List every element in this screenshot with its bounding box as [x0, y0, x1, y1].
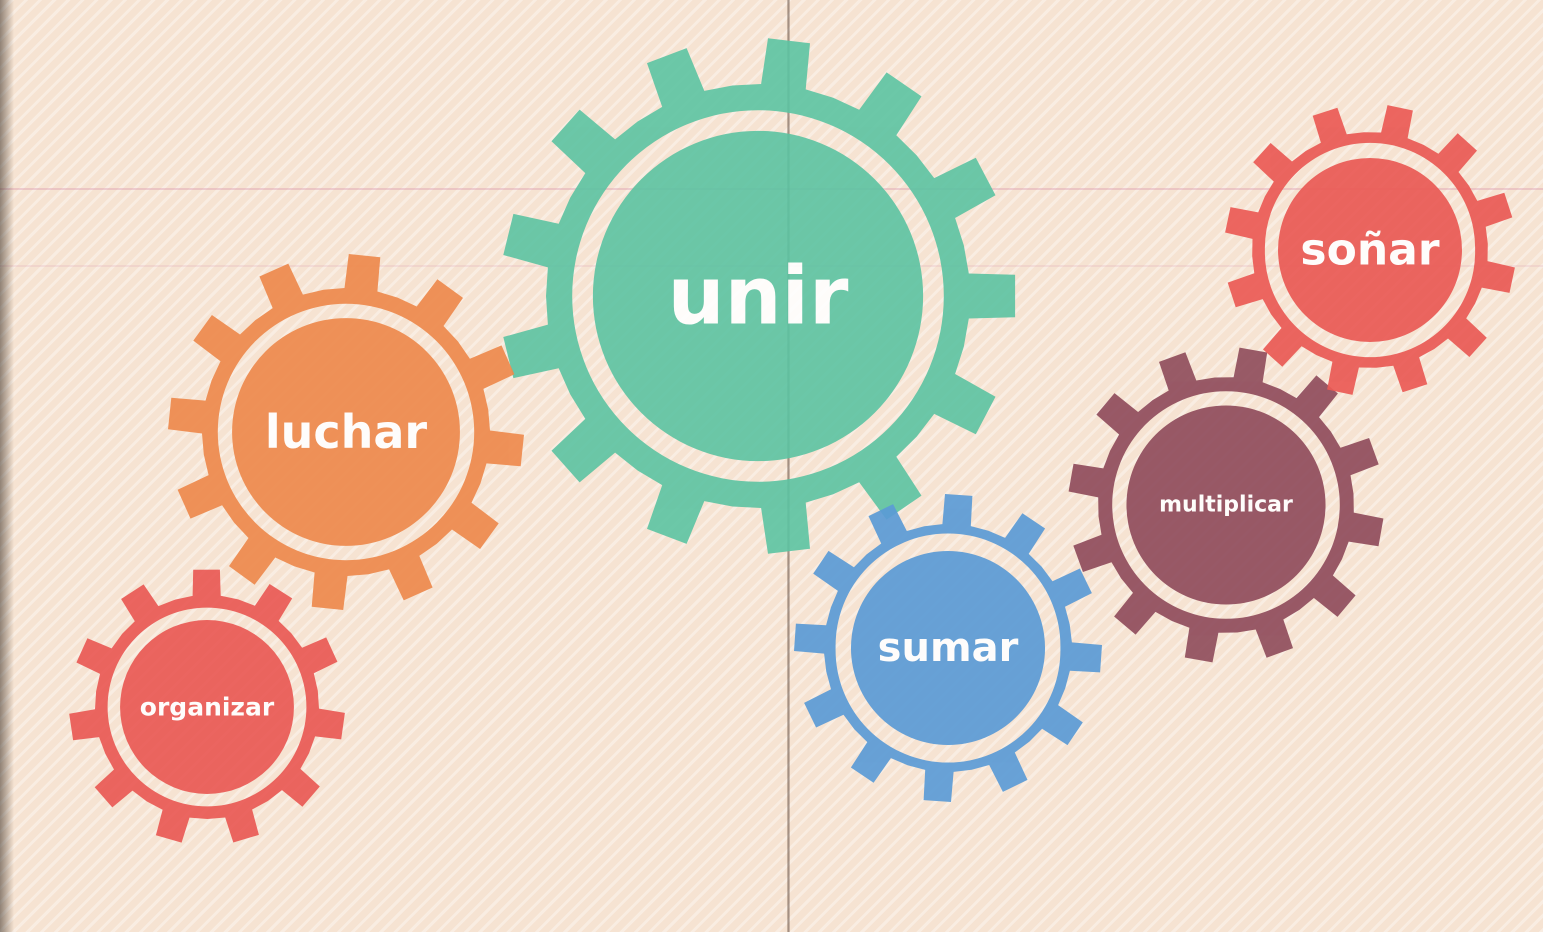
gear-label-organizar: organizar	[140, 693, 275, 722]
gear-organizar: organizar	[69, 569, 345, 843]
gear-center-disc	[850, 550, 1046, 746]
gear-center-disc	[232, 318, 460, 546]
gear-label-unir: unir	[668, 250, 849, 343]
gear-unir: unir	[503, 38, 1016, 554]
gear-luchar: luchar	[168, 254, 524, 610]
gear-sumar: sumar	[794, 494, 1102, 802]
book-spine	[787, 0, 790, 932]
gear-label-sumar: sumar	[878, 625, 1019, 671]
gear-sonar: soñar	[1225, 105, 1515, 395]
gear-center-disc	[120, 620, 294, 794]
gear-center-disc	[1278, 158, 1462, 342]
gear-label-multiplicar: multiplicar	[1159, 493, 1293, 518]
gear-center-disc	[592, 130, 924, 462]
gear-label-sonar: soñar	[1300, 225, 1439, 276]
page-left-edge	[0, 0, 14, 932]
gear-label-luchar: luchar	[265, 405, 428, 459]
gear-multiplicar: multiplicar	[1068, 347, 1384, 663]
gear-center-disc	[1126, 405, 1326, 605]
